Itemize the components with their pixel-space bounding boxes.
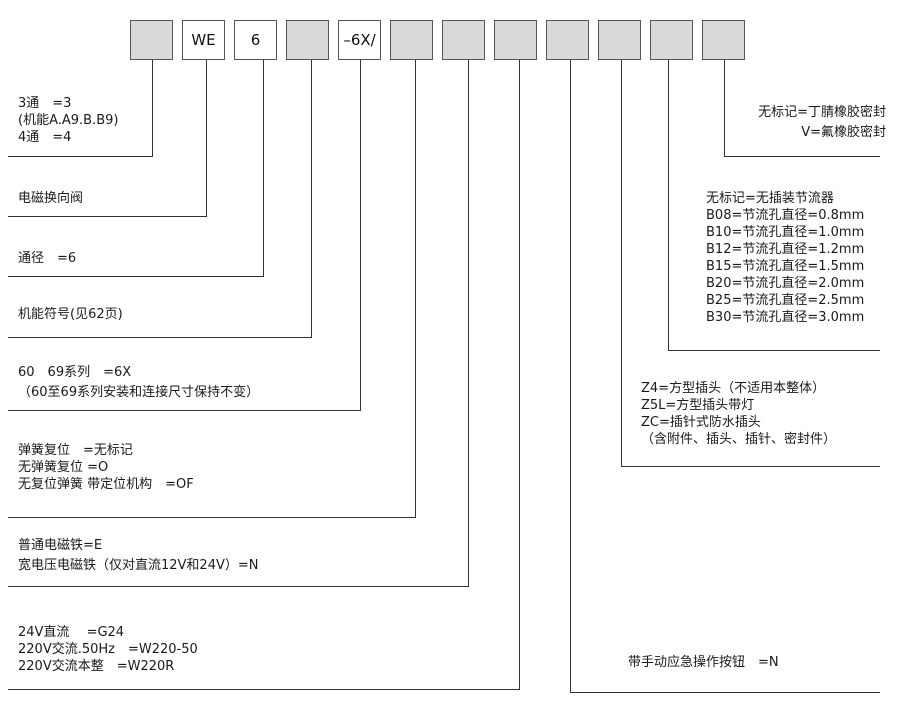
note-voltage-line-1: 24V直流 =G24 — [18, 625, 125, 640]
code-box-1 — [130, 20, 173, 60]
note-spring-line-1: 弹簧复位 =无标记 — [18, 443, 133, 458]
note-ways-line-3: 4通 =4 — [18, 130, 72, 145]
note-valve: 电磁换向阀 — [18, 190, 83, 207]
note-throttle-line-7: B25=节流孔直径=2.5mm — [706, 293, 865, 308]
note-spring: 弹簧复位 =无标记 无弹簧复位 =O 无复位弹簧 带定位机构 =OF — [18, 442, 194, 493]
leader-spring-v — [415, 60, 416, 517]
note-voltage-line-3: 220V交流本整 =W220R — [18, 659, 175, 674]
leader-voltage-h — [8, 689, 520, 690]
leader-valve-h — [8, 216, 207, 217]
code-box-7 — [442, 20, 485, 60]
leader-valve-v — [206, 60, 207, 216]
note-series-line-2: （60至69系列安装和连接尺寸保持不变） — [18, 385, 260, 400]
leader-bore-h — [8, 276, 264, 277]
code-box-3: 6 — [234, 20, 277, 60]
note-symbol: 机能符号(见62页) — [18, 306, 123, 323]
note-symbol-line-1: 机能符号(见62页) — [18, 307, 123, 322]
note-seal-line-1: 无标记=丁腈橡胶密封 — [758, 105, 886, 120]
code-box-9 — [546, 20, 589, 60]
note-ways: 3通 =3 (机能A.A9.B.B9) 4通 =4 — [18, 95, 118, 146]
code-box-11 — [650, 20, 693, 60]
leader-symbol-h — [8, 337, 312, 338]
leader-seal-v — [724, 60, 725, 156]
leader-voltage-v — [519, 60, 520, 689]
leader-plug-v — [621, 60, 622, 466]
note-ways-line-1: 3通 =3 — [18, 96, 72, 111]
code-box-4 — [286, 20, 329, 60]
note-throttle-line-4: B12=节流孔直径=1.2mm — [706, 242, 865, 257]
leader-ways-v — [152, 60, 153, 156]
note-plug: Z4=方型插头（不适用本整体） Z5L=方型插头带灯 ZC=插针式防水插头 （含… — [641, 380, 836, 448]
code-box-6 — [390, 20, 433, 60]
note-manual-line-1: 带手动应急操作按钮 =N — [628, 655, 779, 670]
note-manual: 带手动应急操作按钮 =N — [628, 654, 779, 671]
code-box-12 — [702, 20, 745, 60]
code-box-5: –6X/ — [338, 20, 381, 60]
leader-ways-h — [8, 156, 153, 157]
leader-series-v — [360, 60, 361, 410]
note-seal-line-2: V=氟橡胶密封 — [801, 125, 886, 140]
note-voltage-line-2: 220V交流.50Hz =W220-50 — [18, 642, 198, 657]
note-valve-line-1: 电磁换向阀 — [18, 191, 84, 206]
note-seal: 无标记=丁腈橡胶密封 V=氟橡胶密封 — [758, 104, 886, 141]
leader-solenoid-h — [8, 586, 469, 587]
leader-spring-h — [8, 517, 416, 518]
note-plug-line-2: Z5L=方型插头带灯 — [641, 398, 755, 413]
leader-throttle-v — [668, 60, 669, 350]
leader-manual-h — [570, 692, 880, 693]
code-box-2: WE — [182, 20, 225, 60]
note-throttle-line-2: B08=节流孔直径=0.8mm — [706, 208, 865, 223]
leader-bore-v — [263, 60, 264, 276]
note-series-line-1: 60 69系列 =6X — [18, 365, 132, 380]
note-spring-line-2: 无弹簧复位 =O — [18, 460, 109, 475]
note-solenoid: 普通电磁铁=E 宽电压电磁铁（仅对直流12V和24V）=N — [18, 537, 259, 574]
note-plug-line-1: Z4=方型插头（不适用本整体） — [641, 381, 826, 396]
leader-plug-h — [621, 466, 880, 467]
note-throttle-line-5: B15=节流孔直径=1.5mm — [706, 259, 865, 274]
leader-symbol-v — [311, 60, 312, 337]
note-ways-line-2: (机能A.A9.B.B9) — [18, 113, 119, 128]
leader-throttle-h — [668, 350, 880, 351]
note-throttle-line-6: B20=节流孔直径=2.0mm — [706, 276, 865, 291]
code-box-10 — [598, 20, 641, 60]
note-throttle-line-8: B30=节流孔直径=3.0mm — [706, 310, 865, 325]
note-solenoid-line-2: 宽电压电磁铁（仅对直流12V和24V）=N — [18, 558, 259, 573]
note-series: 60 69系列 =6X （60至69系列安装和连接尺寸保持不变） — [18, 364, 259, 401]
leader-manual-v — [570, 60, 571, 692]
note-throttle: 无标记=无插装节流器 B08=节流孔直径=0.8mm B10=节流孔直径=1.0… — [706, 190, 864, 326]
note-spring-line-3: 无复位弹簧 带定位机构 =OF — [18, 477, 194, 492]
note-bore-line-1: 通径 =6 — [18, 251, 77, 266]
note-throttle-line-3: B10=节流孔直径=1.0mm — [706, 225, 865, 240]
leader-solenoid-v — [468, 60, 469, 586]
note-voltage: 24V直流 =G24 220V交流.50Hz =W220-50 220V交流本整… — [18, 624, 198, 675]
leader-series-h — [8, 410, 361, 411]
note-solenoid-line-1: 普通电磁铁=E — [18, 538, 103, 553]
note-throttle-line-1: 无标记=无插装节流器 — [706, 191, 834, 206]
leader-seal-h — [724, 156, 880, 157]
code-box-8 — [494, 20, 537, 60]
note-plug-line-3: ZC=插针式防水插头 — [641, 415, 761, 430]
note-bore: 通径 =6 — [18, 250, 76, 267]
note-plug-line-4: （含附件、插头、插针、密封件） — [641, 432, 837, 447]
